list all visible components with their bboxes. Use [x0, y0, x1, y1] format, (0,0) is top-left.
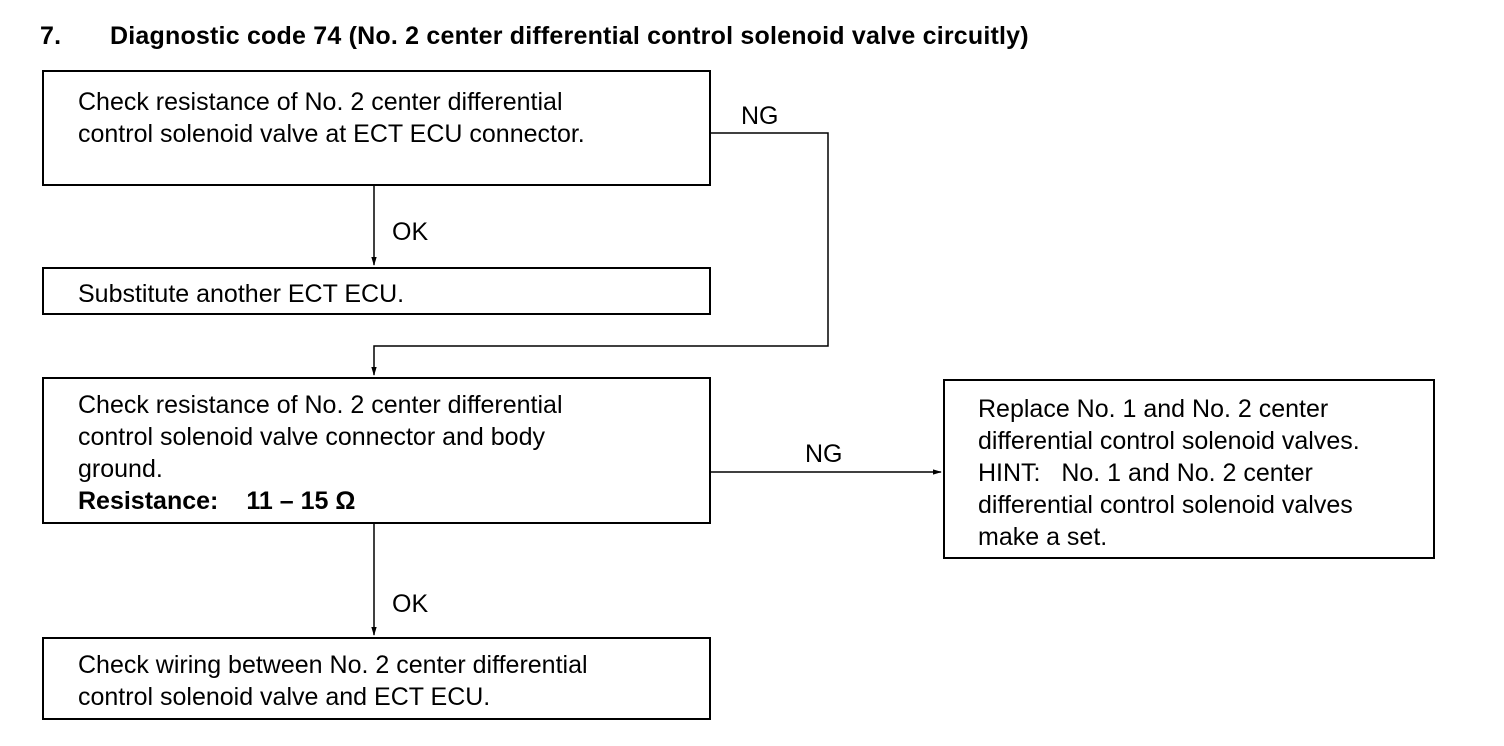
resistance-value: 11 – 15 Ω: [246, 487, 356, 515]
step-substitute-ecu: Substitute another ECT ECU.: [42, 267, 711, 315]
step-text-line: differential control solenoid valves.: [978, 427, 1360, 455]
ng-path-1: [371, 132, 829, 376]
step-text-line: control solenoid valve and ECT ECU.: [78, 683, 491, 711]
step-check-wiring: Check wiring between No. 2 center differ…: [42, 637, 711, 720]
step-text-line: Substitute another ECT ECU.: [78, 280, 405, 308]
section-title: Diagnostic code 74 (No. 2 center differe…: [110, 22, 1029, 50]
step-text-line: Check wiring between No. 2 center differ…: [78, 651, 588, 679]
step-text-line: Replace No. 1 and No. 2 center: [978, 395, 1329, 423]
edge-label-ng: NG: [741, 102, 779, 130]
edge-label-ok: OK: [392, 218, 429, 246]
step-text-line: make a set.: [978, 523, 1108, 551]
step-text-line: differential control solenoid valves: [978, 491, 1353, 519]
step-text-line: ground.: [78, 455, 163, 483]
section-heading: 7. Diagnostic code 74 (No. 2 center diffe…: [40, 22, 1029, 51]
edge-label-ng: NG: [805, 440, 843, 468]
section-number: 7.: [40, 22, 62, 50]
hint-text-line: HINT: No. 1 and No. 2 center: [978, 459, 1313, 487]
resistance-label: Resistance:: [78, 487, 219, 515]
resistance-spec: Resistance: 11 – 15 Ω: [78, 487, 355, 515]
step-check-body-ground: Check resistance of No. 2 center differe…: [42, 377, 711, 524]
step-replace-valves: Replace No. 1 and No. 2 center different…: [943, 379, 1435, 559]
step-check-ecu-connector: Check resistance of No. 2 center differe…: [42, 70, 711, 186]
step-text-line: Check resistance of No. 2 center differe…: [78, 391, 563, 419]
step-text-line: Check resistance of No. 2 center differe…: [78, 88, 563, 116]
step-text-line: control solenoid valve connector and bod…: [78, 423, 545, 451]
step-text-line: control solenoid valve at ECT ECU connec…: [78, 120, 585, 148]
edge-label-ok: OK: [392, 590, 429, 618]
